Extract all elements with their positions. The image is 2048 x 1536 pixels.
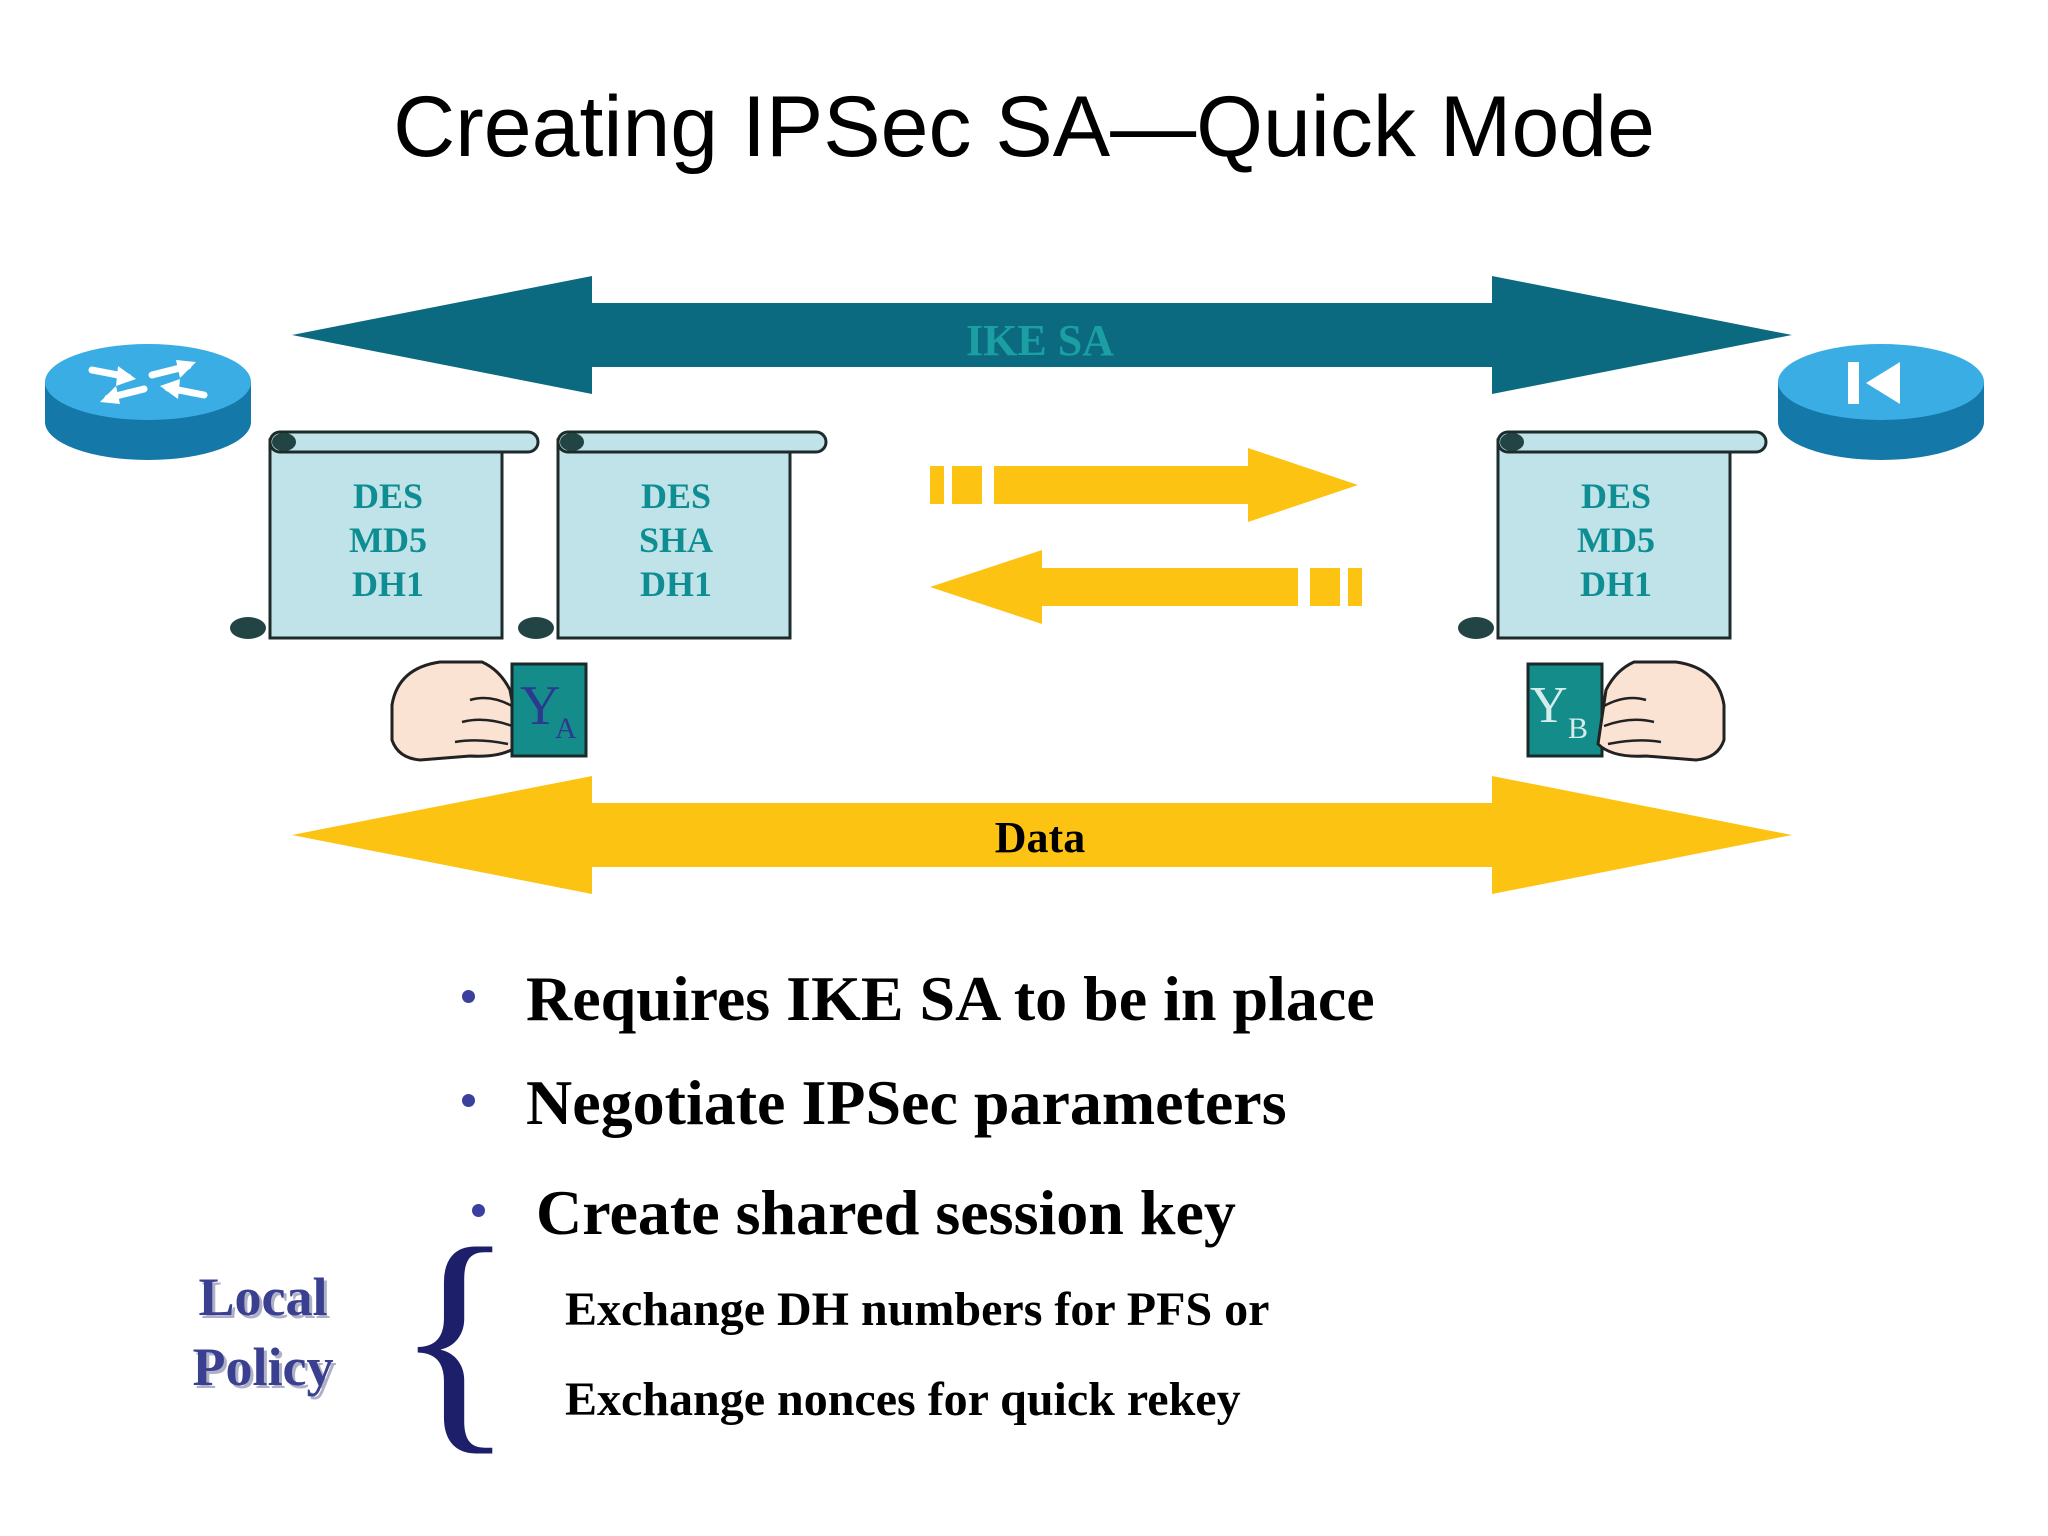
key-a-sub: A [555,712,577,745]
key-b-icon: Y B [1526,662,1604,758]
scroll-3-line-2: MD5 [1577,520,1655,560]
bullet-text-2: Negotiate IPSec parameters [526,1067,1287,1138]
scroll-2-line-3: DH1 [640,564,712,604]
scroll-3-line-1: DES [1581,476,1651,516]
sub-item-1: Exchange DH numbers for PFS or [565,1283,1270,1336]
curly-brace: { [395,1198,515,1475]
key-b-letter: Y [1530,677,1568,734]
scroll-2-line-1: DES [641,476,711,516]
data-label: Data [995,813,1085,862]
key-a-letter: Y [520,675,560,737]
scroll-1-line-2: MD5 [349,520,427,560]
scroll-left-1: DES MD5 DH1 [230,430,540,640]
bullet-text-3: Create shared session key [536,1177,1236,1248]
local-policy-label: Local Policy [168,1262,358,1402]
scroll-right: DES MD5 DH1 [1458,430,1768,640]
bullet-text-1: Requires IKE SA to be in place [526,963,1375,1034]
sub-item-2: Exchange nonces for quick rekey [565,1373,1241,1426]
local-policy-line-1: Local [198,1267,328,1327]
ike-sa-arrow [292,276,1792,394]
key-b-sub: B [1568,712,1588,745]
exchange-arrow-right [930,448,1358,522]
scroll-3-line-3: DH1 [1580,564,1652,604]
hand-right-icon [1596,660,1726,762]
key-a-icon: Y A [510,662,588,758]
scroll-1-line-3: DH1 [352,564,424,604]
local-policy-line-2: Policy [192,1337,334,1397]
scroll-1-line-1: DES [353,476,423,516]
exchange-arrow-left [930,550,1362,624]
scroll-2-line-2: SHA [639,520,713,560]
left-router-icon [45,344,251,460]
data-arrow [292,776,1792,894]
ike-sa-label: IKE SA [966,316,1114,365]
hand-left-icon [390,660,522,762]
slide-title: Creating IPSec SA—Quick Mode [393,79,1655,175]
right-router-icon [1778,344,1984,460]
scroll-left-2: DES SHA DH1 [518,430,828,640]
